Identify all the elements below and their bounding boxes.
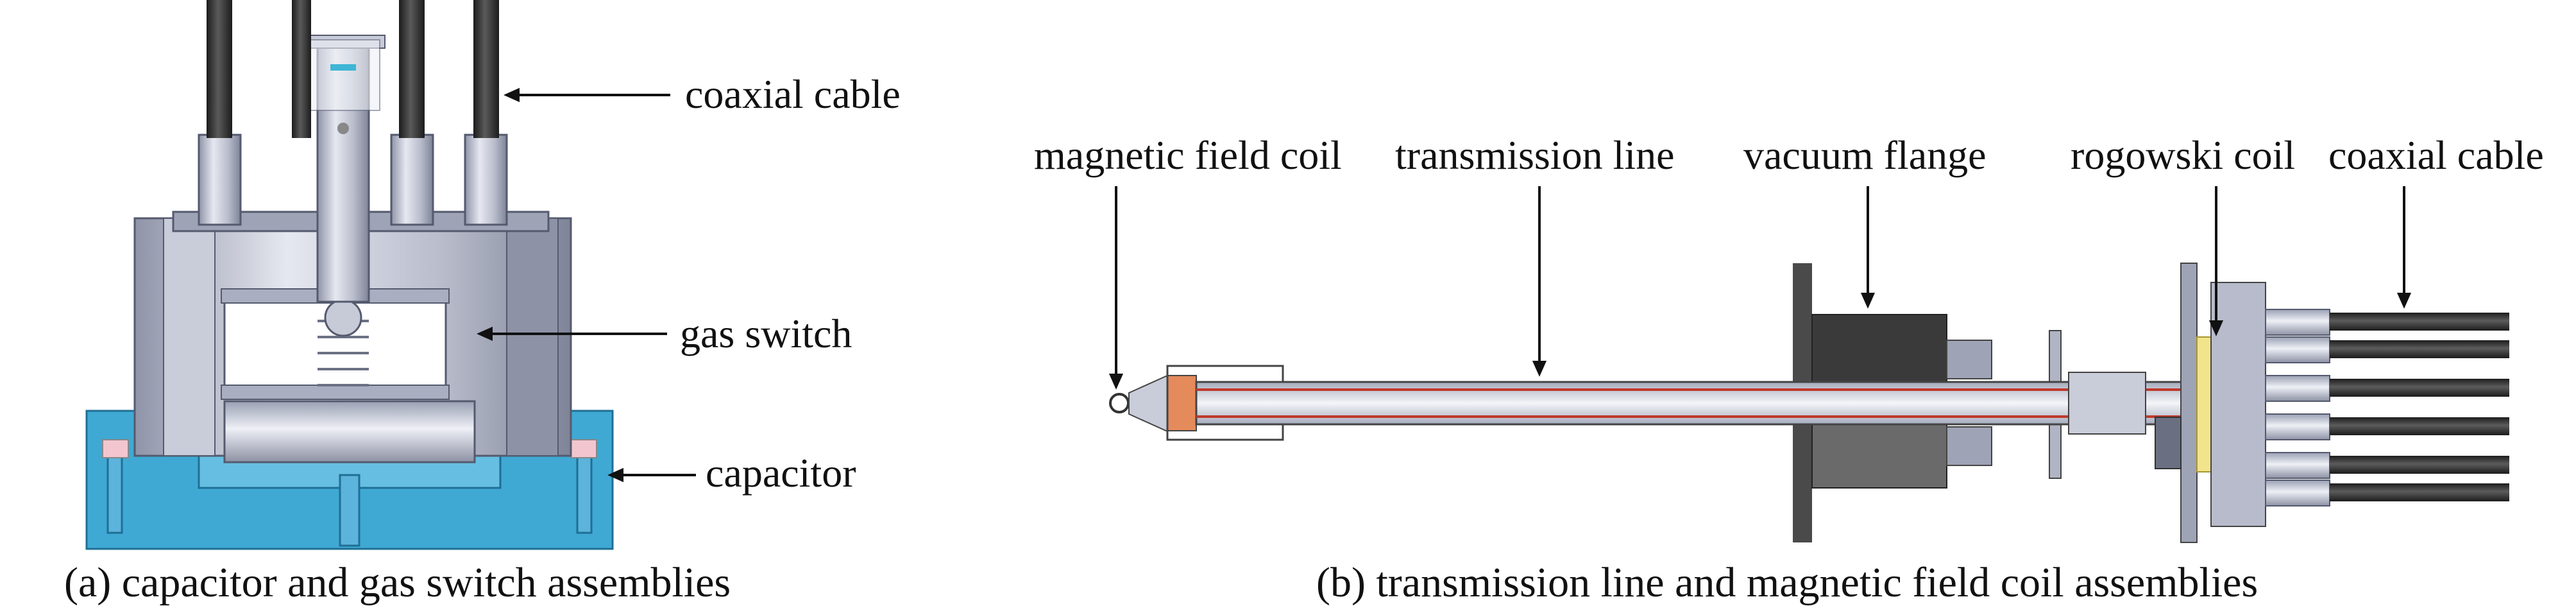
- label-capacitor: capacitor: [706, 450, 856, 496]
- label-transmission-line: transmission line: [1395, 132, 1675, 178]
- rogowski-plate: [2180, 263, 2198, 543]
- coaxial-cables-a: [207, 0, 499, 138]
- caption-panel-a: (a) capacitor and gas switch assemblies: [64, 559, 731, 606]
- magnetic-field-coil: [1109, 393, 1130, 413]
- leader-lines-a: [477, 87, 696, 483]
- lower-disk: [223, 400, 476, 463]
- cable-sockets-b: [2265, 309, 2330, 506]
- transmission-line: [1195, 381, 2185, 426]
- label-coaxial-cable-b: coaxial cable: [2328, 132, 2544, 178]
- label-magnetic-field-coil: magnetic field coil: [1034, 132, 1342, 178]
- panel-a-drawing: [85, 0, 696, 550]
- label-gas-switch: gas switch: [680, 311, 852, 356]
- label-coaxial-cable-a: coaxial cable: [685, 71, 901, 117]
- leader-lines-b: [1108, 186, 2412, 390]
- label-rogowski-coil: rogowski coil: [2071, 132, 2296, 178]
- label-vacuum-flange: vacuum flange: [1743, 132, 1987, 178]
- rogowski-coil: [2196, 336, 2212, 472]
- cable-sockets: [198, 134, 508, 226]
- caption-panel-b: (b) transmission line and magnetic field…: [1316, 559, 2258, 606]
- coaxial-cables-b: [2330, 313, 2509, 501]
- panel-b-drawing: [1108, 186, 2509, 543]
